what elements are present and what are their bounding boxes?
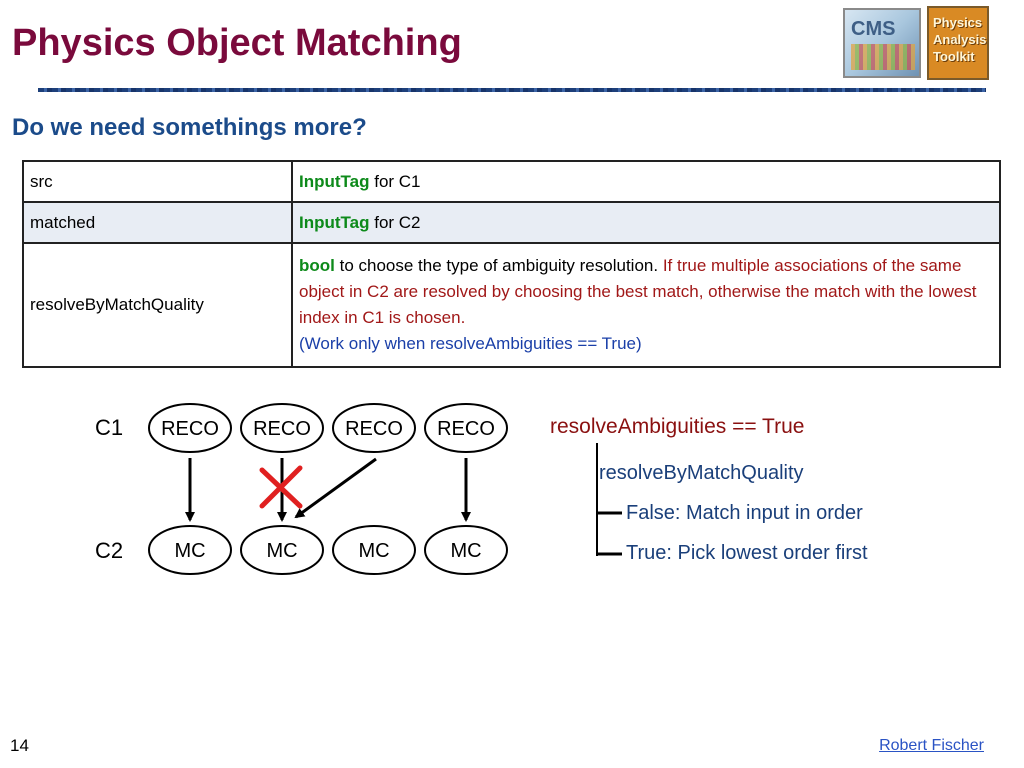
- reco-node-label: RECO: [161, 418, 219, 440]
- author-link[interactable]: Robert Fischer: [879, 737, 984, 754]
- param-name: src: [22, 160, 293, 203]
- reco-node: RECO: [148, 403, 232, 453]
- param-text: to choose the type of ambiguity resoluti…: [334, 256, 663, 275]
- slide-title: Physics Object Matching: [12, 22, 462, 64]
- param-description: InputTag for C2: [291, 201, 1001, 244]
- table-row: src InputTag for C1: [22, 160, 1001, 203]
- page-number: 14: [10, 736, 29, 755]
- pat-logo-line: Analysis: [933, 32, 987, 47]
- param-type: bool: [299, 256, 335, 275]
- table-row: matched InputTag for C2: [22, 201, 1001, 244]
- param-description: InputTag for C1: [291, 160, 1001, 203]
- c1-label: C1: [95, 415, 123, 440]
- param-type: InputTag: [299, 171, 370, 191]
- legend-false-option: False: Match input in order: [626, 502, 863, 524]
- slide-subtitle: Do we need somethings more?: [12, 114, 367, 141]
- mc-node: MC: [332, 525, 416, 575]
- reco-node: RECO: [240, 403, 324, 453]
- param-note: (Work only when resolveAmbiguities == Tr…: [299, 334, 642, 353]
- param-type: InputTag: [299, 212, 370, 232]
- legend-tree: [596, 443, 622, 556]
- reco-node-label: RECO: [437, 418, 495, 440]
- mc-node: MC: [148, 525, 232, 575]
- param-text: for C1: [369, 171, 421, 191]
- c2-label: C2: [95, 538, 123, 563]
- parameters-table: src InputTag for C1 matched InputTag for…: [22, 160, 1001, 368]
- legend-title: resolveAmbiguities == True: [550, 415, 805, 438]
- cms-logo: CMS: [843, 8, 921, 78]
- mc-node-label: MC: [174, 540, 205, 562]
- table-row: resolveByMatchQuality bool to choose the…: [22, 242, 1001, 368]
- mc-node-label: MC: [450, 540, 481, 562]
- reco-node: RECO: [424, 403, 508, 453]
- param-name: matched: [22, 201, 293, 244]
- mc-node: MC: [424, 525, 508, 575]
- legend-subtitle: resolveByMatchQuality: [599, 462, 804, 484]
- reco-node-label: RECO: [253, 418, 311, 440]
- mc-node-label: MC: [266, 540, 297, 562]
- param-detail: If true multiple associations of the sam…: [299, 256, 977, 327]
- mc-node: MC: [240, 525, 324, 575]
- cms-logo-text: CMS: [851, 18, 896, 40]
- mc-node-label: MC: [358, 540, 389, 562]
- pat-logo: Physics Analysis Toolkit: [927, 6, 989, 80]
- match-arrow: [294, 457, 377, 519]
- logos: CMS Physics Analysis Toolkit: [843, 6, 990, 82]
- param-description: bool to choose the type of ambiguity res…: [291, 242, 1001, 368]
- param-text: for C2: [369, 212, 421, 232]
- legend-true-option: True: Pick lowest order first: [626, 542, 868, 564]
- rejected-cross-icon: [259, 465, 303, 509]
- reco-node-label: RECO: [345, 418, 403, 440]
- title-divider: [38, 88, 986, 92]
- pat-logo-line: Physics: [933, 15, 983, 30]
- param-name: resolveByMatchQuality: [22, 242, 293, 368]
- reco-node: RECO: [332, 403, 416, 453]
- pat-logo-line: Toolkit: [933, 49, 975, 64]
- cms-logo-graphic: [851, 44, 915, 70]
